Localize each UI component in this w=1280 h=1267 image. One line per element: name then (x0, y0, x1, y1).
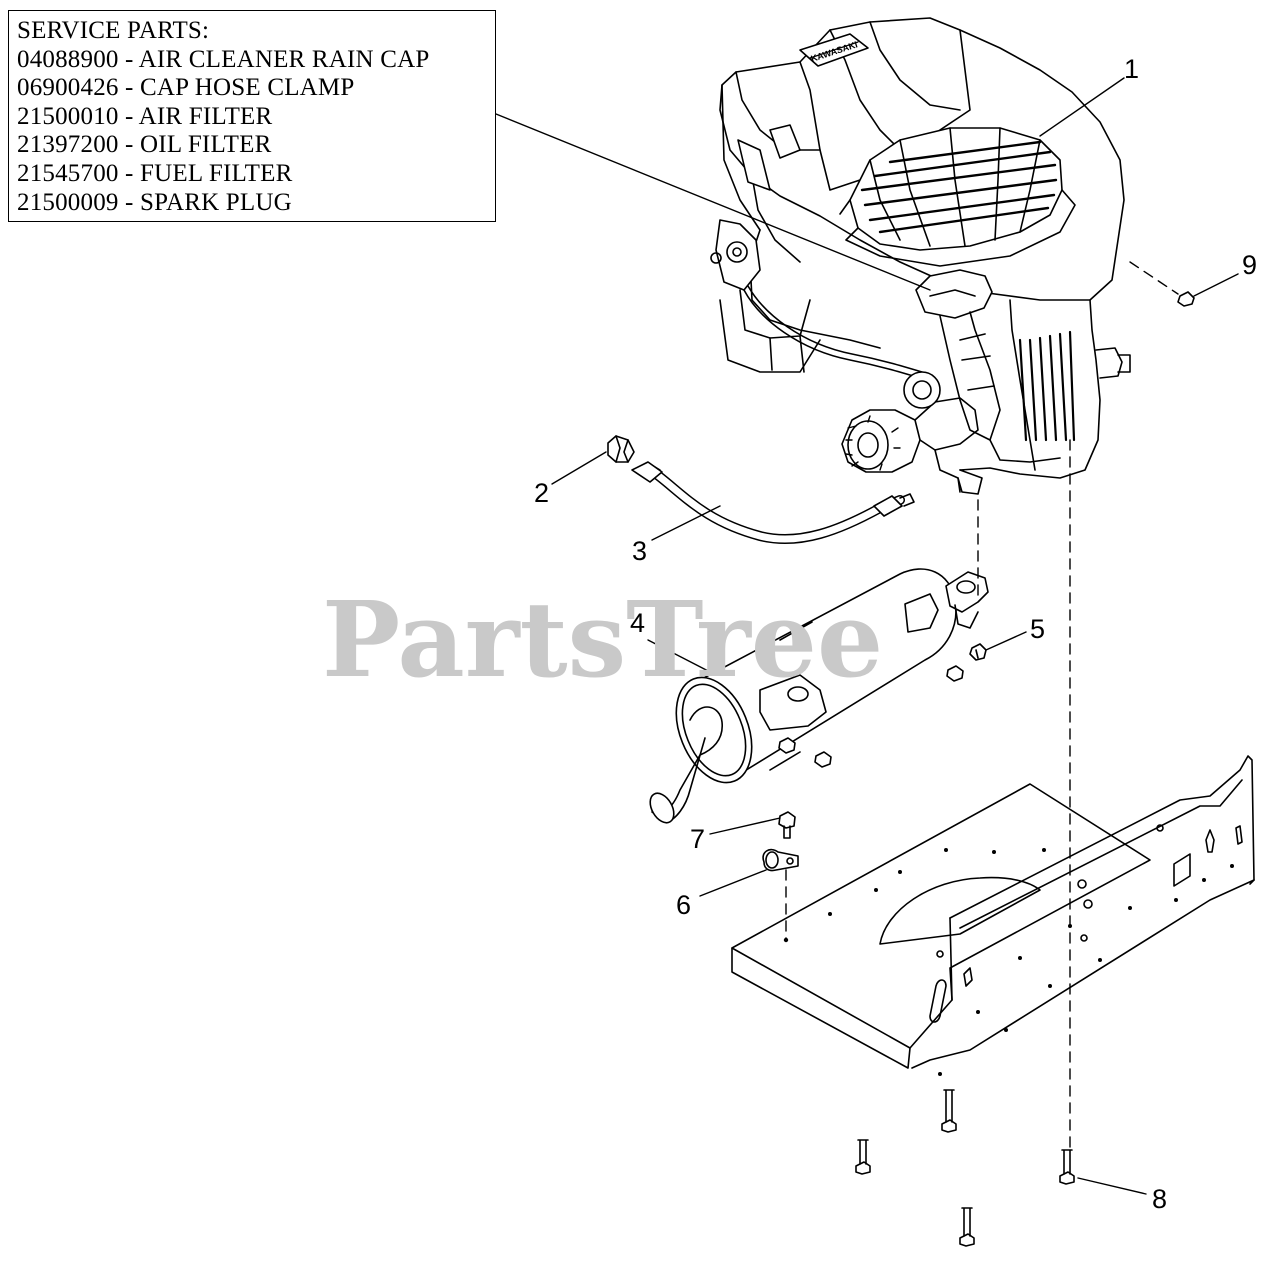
assembly-dashed-lines (785, 261, 1179, 1151)
part-separator: - (118, 74, 141, 102)
part-separator: - (118, 159, 141, 187)
service-part-row: 04088900 - AIR CLEANER RAIN CAP (17, 46, 495, 75)
muffler-part-4 (649, 568, 989, 824)
part-number: 04088900 (17, 45, 119, 73)
bolt-part-7 (778, 811, 796, 839)
part-number: 06900426 (17, 74, 119, 102)
nut-set (778, 665, 964, 768)
engine-deck-plate (731, 755, 1255, 1076)
callout-6: 6 (676, 890, 691, 920)
bolt-part-5 (969, 643, 987, 661)
callout-7: 7 (690, 824, 705, 854)
part-separator: - (118, 188, 141, 216)
hose-part-3 (631, 461, 915, 544)
clamp-part-6 (762, 848, 799, 872)
part-number: 21397200 (17, 131, 119, 159)
part-description: AIR FILTER (138, 102, 273, 130)
part-description: SPARK PLUG (140, 188, 292, 216)
service-parts-box: SERVICE PARTS: 04088900 - AIR CLEANER RA… (8, 10, 496, 222)
service-part-row: 21500010 - AIR FILTER (17, 103, 495, 132)
part-description: FUEL FILTER (140, 159, 293, 187)
watermark-text: PartsTree (322, 578, 883, 701)
callout-8: 8 (1152, 1184, 1167, 1214)
part-description: OIL FILTER (140, 131, 272, 159)
part-description: AIR CLEANER RAIN CAP (138, 45, 430, 73)
engine-part-1 (710, 17, 1131, 495)
part-number: 21500009 (17, 188, 119, 216)
part-separator: - (118, 102, 139, 130)
part-separator: - (118, 131, 141, 159)
leader-lines (495, 77, 1239, 1195)
service-part-row: 06900426 - CAP HOSE CLAMP (17, 74, 495, 103)
part-description: CAP HOSE CLAMP (140, 74, 355, 102)
part-number: 21500010 (17, 102, 119, 130)
callout-9: 9 (1242, 250, 1257, 280)
service-parts-heading: SERVICE PARTS: (17, 17, 210, 44)
bolt-part-9 (1177, 291, 1195, 307)
service-part-row: 21397200 - OIL FILTER (17, 131, 495, 160)
service-part-row: 21500009 - SPARK PLUG (17, 189, 495, 218)
bolt-set-part-8 (855, 1089, 1075, 1247)
service-part-row: 21545700 - FUEL FILTER (17, 160, 495, 189)
callout-4: 4 (630, 608, 645, 638)
callout-3: 3 (632, 536, 647, 566)
part-number: 21545700 (17, 159, 119, 187)
callout-1: 1 (1124, 54, 1139, 84)
fitting-part-2 (607, 435, 635, 463)
callout-5: 5 (1030, 614, 1045, 644)
part-separator: - (118, 45, 139, 73)
callout-2: 2 (534, 478, 549, 508)
